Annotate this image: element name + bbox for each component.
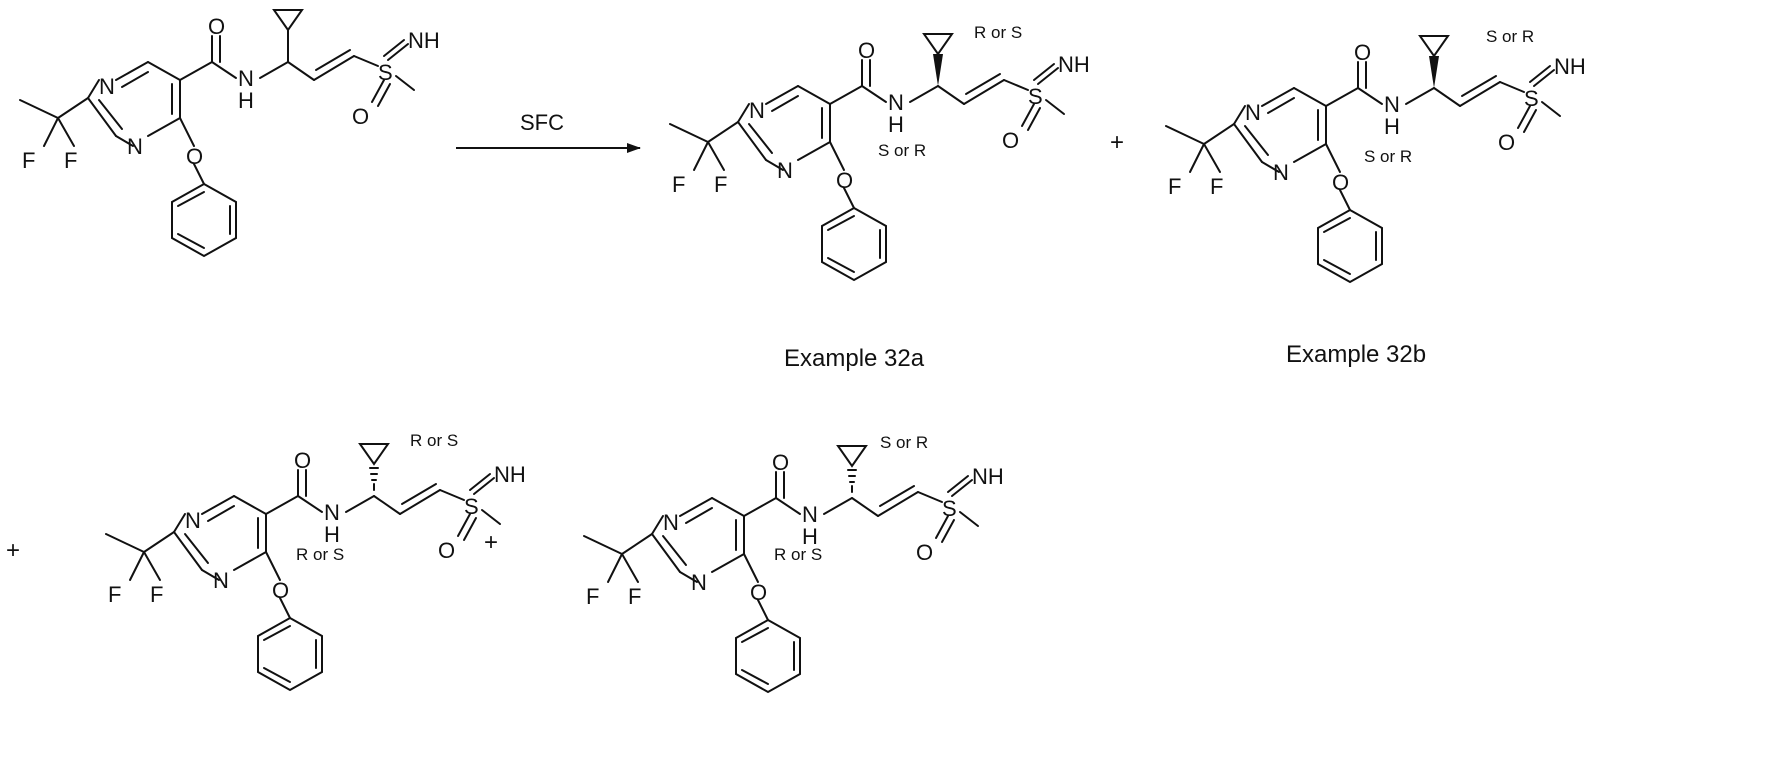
compound-32a: N N O O N H F F S NH O R or S S or R — [670, 23, 1090, 280]
stereo-label-bottom: S or R — [1364, 147, 1412, 166]
carbonyl-o: O — [294, 448, 311, 473]
ring-n-2: N — [213, 568, 229, 593]
ring-n-2: N — [127, 134, 143, 159]
amide-h: H — [1384, 114, 1400, 139]
amide-h: H — [888, 112, 904, 137]
fluorine-2: F — [1210, 174, 1223, 199]
sulfonyl-o: O — [916, 540, 933, 565]
sulfonyl-o: O — [1498, 130, 1515, 155]
ether-o: O — [1332, 170, 1349, 195]
ring-n-1: N — [663, 510, 679, 535]
ring-n-1: N — [749, 98, 765, 123]
fluorine-1: F — [108, 582, 121, 607]
stereo-label-top: R or S — [410, 431, 458, 450]
compound-d: N N O O N H F F S NH O S or R R or S — [584, 433, 1004, 692]
plus-sign-2: + — [6, 537, 20, 564]
amide-h: H — [238, 88, 254, 113]
ring-n-1: N — [185, 508, 201, 533]
fluorine-2: F — [64, 148, 77, 173]
stereo-label-top: S or R — [880, 433, 928, 452]
fluorine-2: F — [628, 584, 641, 609]
ring-n-1: N — [1245, 100, 1261, 125]
imine-nh: NH — [408, 28, 440, 53]
compound-c: N N O O N H F F S NH O R or S R or S — [106, 431, 526, 690]
fluorine-1: F — [672, 172, 685, 197]
sulfur: S — [378, 60, 393, 85]
ether-o: O — [750, 580, 767, 605]
ring-n-2: N — [691, 570, 707, 595]
caption-32b: Example 32b — [1286, 341, 1426, 368]
sulfonyl-o: O — [438, 538, 455, 563]
sulfonyl-o: O — [1002, 128, 1019, 153]
ring-n-2: N — [777, 158, 793, 183]
stereo-label-bottom: S or R — [878, 141, 926, 160]
imine-nh: NH — [972, 464, 1004, 489]
fluorine-1: F — [1168, 174, 1181, 199]
amide-h: H — [324, 522, 340, 547]
compound-32b: N N O O N H F F S NH O S or R S or R — [1166, 27, 1586, 282]
carbonyl-o: O — [208, 14, 225, 39]
fluorine-1: F — [586, 584, 599, 609]
carbonyl-o: O — [772, 450, 789, 475]
ring-n-1: N — [99, 74, 115, 99]
ether-o: O — [836, 168, 853, 193]
carbonyl-o: O — [1354, 40, 1371, 65]
sulfur: S — [1524, 86, 1539, 111]
ether-o: O — [186, 144, 203, 169]
sulfonyl-o: O — [352, 104, 369, 129]
plus-sign-3: + — [484, 529, 498, 556]
fluorine-2: F — [150, 582, 163, 607]
plus-sign-1: + — [1110, 129, 1124, 156]
fluorine-2: F — [714, 172, 727, 197]
sulfur: S — [942, 496, 957, 521]
sulfur: S — [1028, 84, 1043, 109]
stereo-label-top: R or S — [974, 23, 1022, 42]
arrow-label: SFC — [520, 110, 564, 135]
caption-32a: Example 32a — [784, 345, 925, 372]
stereo-label-top: S or R — [1486, 27, 1534, 46]
stereo-label-bottom: R or S — [296, 545, 344, 564]
compound-starting: N N O O N H F F S NH O — [20, 10, 440, 256]
stereo-label-bottom: R or S — [774, 545, 822, 564]
imine-nh: NH — [494, 462, 526, 487]
imine-nh: NH — [1554, 54, 1586, 79]
ether-o: O — [272, 578, 289, 603]
imine-nh: NH — [1058, 52, 1090, 77]
ring-n-2: N — [1273, 160, 1289, 185]
fluorine-1: F — [22, 148, 35, 173]
carbonyl-o: O — [858, 38, 875, 63]
sulfur: S — [464, 494, 479, 519]
